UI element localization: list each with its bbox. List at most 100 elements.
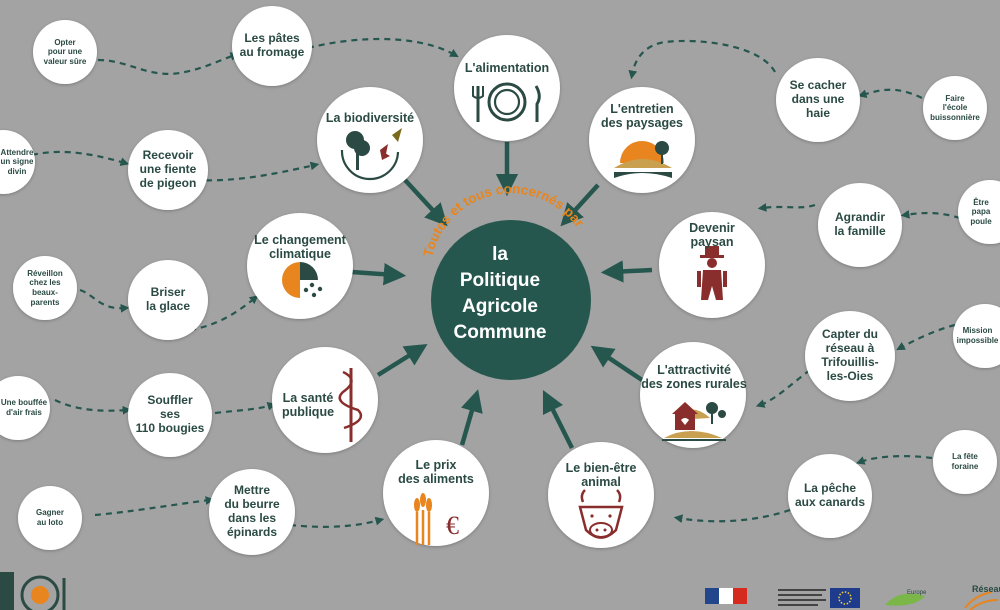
expression-circles: [128, 6, 902, 555]
expression-label-glace: Briser la glace: [145, 285, 191, 313]
europe-logo-text: Europe: [907, 590, 927, 596]
expression-label-pates: Les pâtes au fromage: [239, 31, 305, 59]
topic-label-sante: La santé publique: [281, 390, 335, 419]
caduceus-icon: [338, 368, 363, 442]
connector-opter-pates: [97, 52, 240, 75]
topic-label-alimentation: L'alimentation: [464, 60, 550, 75]
small-label-opter: Opter pour une valeur sûre: [43, 37, 87, 66]
connector-beurre-prix: [289, 516, 385, 528]
circle-bouffee: [0, 376, 50, 440]
arrow-paysan: [600, 260, 653, 283]
connector-mission-reseau: [896, 323, 956, 351]
eafrd-text-block: [778, 589, 826, 606]
connector-peche-bienetre: [673, 508, 791, 524]
sunset-landscape-icon: [614, 141, 672, 178]
connector-papa-famille: [900, 209, 961, 220]
small-label-ecole: Faire l'école buissonnière: [930, 93, 980, 122]
connector-ecole-haie: [857, 88, 923, 99]
connector-haie-entretien: [628, 39, 776, 80]
expression-label-fiente: Recevoir une fiente de pigeon: [139, 148, 197, 190]
topic-label-entretien: L'entretien des paysages: [601, 101, 683, 130]
circle-reveillon: [13, 256, 77, 320]
france-flag-logo: [705, 588, 747, 604]
expression-label-haie: Se cacher dans une haie: [789, 78, 847, 120]
sun-cloud-rain-icon: [282, 262, 323, 298]
circle-signe: [0, 130, 35, 194]
arrow-biodiversite: [403, 178, 448, 227]
expression-label-bougies: Souffler ses 110 bougies: [135, 393, 205, 435]
cow-face-icon: [578, 489, 624, 539]
expression-label-beurre: Mettre du beurre dans les épinards: [224, 483, 280, 539]
arrow-sante: [376, 344, 428, 377]
expression-label-reseau: Capter du réseau à Trifouillis- les-Oies: [821, 327, 879, 383]
circle-attractivite: [640, 342, 746, 448]
small-label-papa: Être papa poule: [970, 197, 992, 226]
rural-house-icon: [662, 402, 726, 441]
euro-symbol: €: [446, 511, 459, 540]
circle-beurre: [209, 469, 295, 555]
arrow-prix: [459, 389, 483, 446]
footer-left-logo: [0, 572, 66, 610]
topic-label-attractivite: L'attractivité des zones rurales: [641, 362, 747, 391]
circle-alimentation: [454, 35, 560, 141]
circle-glace: [128, 260, 208, 340]
wheat-euro-icon: €: [414, 493, 459, 545]
connector-glace-climat: [189, 295, 259, 332]
circle-mission: [953, 304, 1000, 368]
arrow-bienetre: [542, 389, 575, 450]
dashed-connectors: [31, 37, 961, 528]
connector-signe-fiente: [31, 150, 130, 167]
europe-engage-logo: [885, 593, 925, 606]
connector-fiente-biodiversite: [194, 161, 320, 182]
small-label-loto: Gagner au loto: [35, 508, 64, 527]
small-label-foraine: La fête foraine: [951, 452, 979, 471]
small-circles: [0, 20, 1000, 550]
small-label-mission: Mission impossible: [956, 326, 999, 345]
arrow-climat: [351, 262, 407, 286]
connector-reseau-attractivite: [755, 369, 811, 408]
tree-butterfly-cycle-icon: [340, 128, 402, 181]
circle-papa: [958, 180, 1000, 244]
connector-bouffee-bougies: [54, 399, 132, 415]
circle-fiente: [128, 130, 208, 210]
reseau-logo-text: Réseau: [972, 584, 1000, 594]
topic-label-bienetre: Le bien-être animal: [565, 460, 637, 489]
expression-label-famille: Agrandir la famille: [834, 210, 886, 238]
circle-pates: [232, 6, 312, 86]
circle-peche: [788, 454, 872, 538]
circle-bienetre: [548, 442, 654, 548]
circle-loto: [18, 486, 82, 550]
circle-famille: [818, 183, 902, 267]
eu-flag-logo: [830, 588, 860, 608]
topic-label-paysan: Devenir paysan: [689, 220, 735, 249]
circle-biodiversite: [317, 87, 423, 193]
arrow-attractivite: [590, 345, 644, 382]
reseau-rural-logo: [964, 591, 999, 610]
small-label-reveillon: Réveillon chez les beaux- parents: [27, 268, 63, 307]
small-label-bouffee: Une bouffée d'air frais: [0, 398, 48, 417]
topic-label-biodiversite: La biodiversité: [325, 110, 415, 125]
plate-fork-knife-icon: [472, 82, 541, 122]
connector-bougies-sante: [214, 402, 277, 415]
connector-reveillon-glace: [79, 288, 130, 313]
center-word-politique: Politique: [459, 270, 541, 291]
connector-famille-paysan: [757, 203, 816, 212]
center-word-commune: Commune: [453, 322, 547, 343]
circle-ecole: [923, 76, 987, 140]
connector-loto-beurre: [94, 496, 215, 517]
circle-opter: [33, 20, 97, 84]
center-circle: [431, 220, 591, 380]
center-word-la: la: [492, 244, 508, 265]
circle-prix: [383, 440, 489, 546]
small-label-signe: Attendre un signe divin: [0, 147, 34, 176]
solid-arrows: [351, 142, 653, 450]
circle-foraine: [933, 430, 997, 494]
topic-label-climat: Le changement climatique: [254, 232, 346, 261]
circle-bougies: [128, 373, 212, 457]
farmer-icon: [697, 246, 727, 300]
expression-label-peche: La pêche aux canards: [794, 481, 866, 509]
center-word-agricole: Agricole: [461, 296, 539, 317]
arrow-entretien: [560, 183, 600, 227]
connector-pates-alimentation: [307, 37, 459, 58]
